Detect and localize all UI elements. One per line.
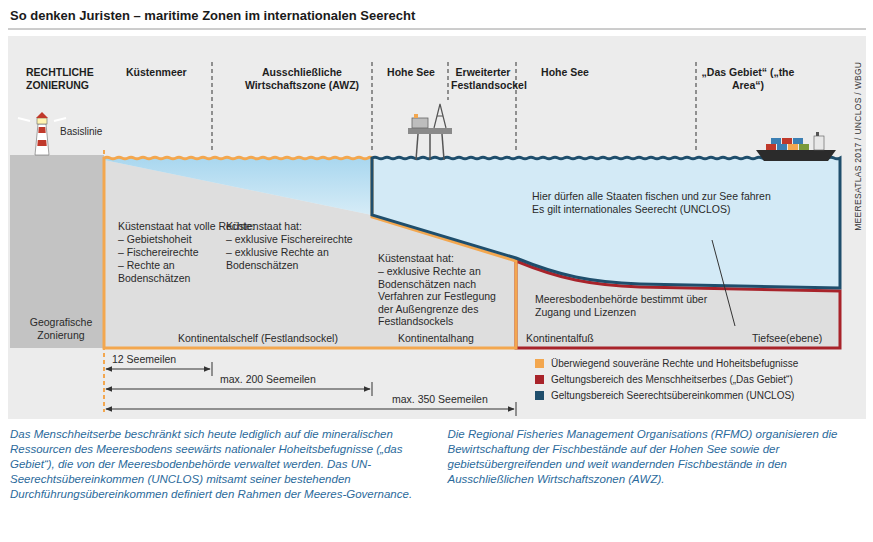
authority-note: Meeresbodenbehörde bestimmt über Zugang …	[535, 293, 720, 318]
high-seas-note: Hier dürfen alle Staaten fischen und zur…	[532, 190, 771, 203]
geo-zone-heading: Geografische Zonierung	[20, 316, 102, 341]
area-divider	[712, 240, 735, 326]
legend-swatch	[535, 359, 544, 368]
distance-arrows	[106, 362, 516, 416]
rights-text: Küstenstaat hat:	[378, 252, 454, 265]
seabed-zone: Kontinentalschelf (Festlandsockel)	[178, 332, 338, 345]
rights-text: – Rechte an Bodenschätzen	[118, 259, 204, 284]
zone-heading: Hohe See	[378, 66, 444, 79]
baseline-label: Basislinie	[60, 126, 102, 139]
zone-heading: Erweiterter Festlandsockel	[451, 66, 515, 91]
sovereign-outline	[104, 157, 516, 348]
lighthouse	[18, 112, 66, 155]
source-watermark: MEERESATLAS 2017 / UNCLOS / WBGU	[852, 41, 865, 251]
legend-text: Geltungsbereich des Menschheitserbes („D…	[551, 374, 793, 385]
zone-heading: RECHTLICHE ZONIERUNG	[26, 66, 118, 91]
rights-text: Küstenstaat hat:	[226, 220, 302, 233]
seabed-zone: Kontinentalhang	[398, 332, 474, 345]
legend-row: Überwiegend souveräne Rechte und Hoheits…	[535, 357, 798, 370]
zone-dividers	[212, 62, 696, 150]
seabed-zone: Tiefsee(ebene)	[752, 332, 822, 345]
rights-text: – exklusive Rechte an Bodenschätzen	[226, 246, 366, 271]
legend-swatch	[535, 391, 544, 400]
oil-platform	[408, 104, 452, 160]
rights-text: – Fischereirechte	[118, 246, 199, 259]
zone-heading: „Das Gebiet“ („the Area“)	[700, 66, 796, 91]
high-seas-note: Es gilt internationales Seerecht (UNCLOS…	[532, 203, 730, 216]
figure-caption: Das Menschheitserbe beschränkt sich heut…	[10, 427, 863, 502]
title-rule	[8, 29, 866, 30]
rights-text: – exklusive Rechte an Bodenschätzen nach…	[378, 265, 512, 328]
legend-text: Überwiegend souveräne Rechte und Hoheits…	[551, 358, 798, 369]
panel-ground	[8, 36, 866, 419]
shallow-water	[104, 158, 372, 215]
distance-label: 12 Seemeilen	[112, 353, 176, 366]
legend-swatch	[535, 375, 544, 384]
land	[10, 155, 104, 348]
legend-text: Geltungsbereich Seerechtsübereinkommen (…	[551, 390, 794, 401]
seabed-zone: Kontinentalfuß	[526, 332, 594, 345]
rights-text: – Gebietshoheit	[118, 233, 192, 246]
container-ship	[756, 132, 836, 161]
zone-heading: Ausschließliche Wirtschaftszone (AWZ)	[232, 66, 372, 91]
rights-text: – exklusive Fischereirechte	[226, 233, 353, 246]
distance-label: max. 200 Seemeilen	[220, 373, 316, 386]
legend-row: Geltungsbereich des Menschheitserbes („D…	[535, 373, 793, 386]
legend-row: Geltungsbereich Seerechtsübereinkommen (…	[535, 389, 794, 402]
distance-label: max. 350 Seemeilen	[392, 393, 488, 406]
figure-title: So denken Juristen – maritime Zonen im i…	[10, 8, 415, 23]
baseline	[103, 150, 105, 412]
zone-heading: Küstenmeer	[126, 66, 187, 79]
zone-heading: Hohe See	[530, 66, 600, 79]
